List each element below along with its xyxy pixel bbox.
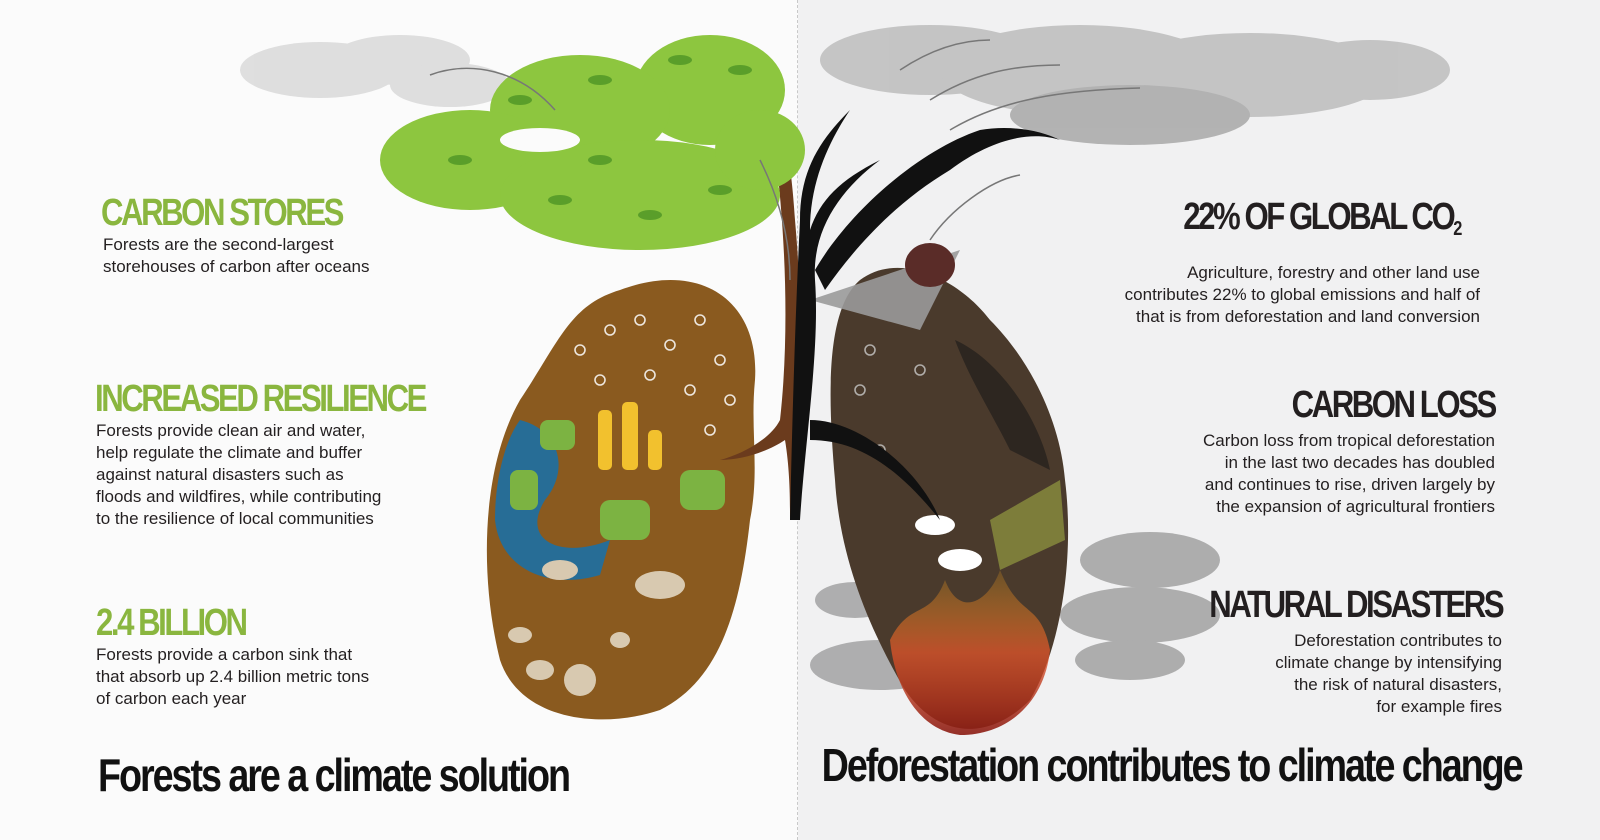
text-line: Carbon loss from tropical deforestation (1203, 431, 1495, 450)
text-line: that absorb up 2.4 billion metric tons (96, 667, 370, 686)
text-line: climate change by intensifying (1275, 653, 1502, 672)
text-line: Forests are the second-largest (103, 235, 334, 254)
global-co2-heading-subscript: 2 (1452, 218, 1462, 240)
two-point-four-billion-text: Forests provide a carbon sink that that … (96, 644, 369, 710)
tree-canopy (380, 35, 805, 250)
text-line: storehouses of carbon after oceans (103, 257, 370, 276)
left-co2-cloud (240, 35, 510, 107)
natural-disasters-text: Deforestation contributes to climate cha… (1275, 630, 1502, 718)
forest-lung (486, 280, 756, 720)
increased-resilience-text: Forests provide clean air and water, hel… (96, 420, 381, 530)
global-co2-text: Agriculture, forestry and other land use… (1125, 262, 1480, 328)
deforestation-title: Deforestation contributes to climate cha… (822, 739, 1524, 791)
forests-title: Forests are a climate solution (98, 749, 571, 801)
text-line: against natural disasters such as (96, 465, 344, 484)
text-line: Agriculture, forestry and other land use (1187, 263, 1480, 282)
carbon-stores-text: Forests are the second-largest storehous… (103, 234, 370, 278)
carbon-stores-heading: CARBON STORES (101, 192, 344, 234)
text-line: Deforestation contributes to (1294, 631, 1502, 650)
text-line: in the last two decades has doubled (1224, 453, 1495, 472)
text-line: and continues to rise, driven largely by (1204, 475, 1495, 494)
text-line: contributes 22% to global emissions and … (1124, 285, 1480, 304)
right-co2-cloud (820, 25, 1450, 145)
text-line: help regulate the climate and buffer (96, 443, 363, 462)
text-line: that is from deforestation and land conv… (1136, 307, 1480, 326)
text-line: to the resilience of local communities (96, 509, 374, 528)
global-co2-heading-main: 22% OF GLOBAL CO (1182, 196, 1455, 238)
global-co2-heading: 22% OF GLOBAL CO2 (1183, 198, 1462, 239)
text-line: of carbon each year (96, 689, 247, 708)
co2-arrows (429, 39, 1141, 281)
text-line: for example fires (1376, 697, 1502, 716)
text-line: floods and wildfires, while contributing (96, 487, 382, 506)
text-line: the risk of natural disasters, (1294, 675, 1502, 694)
deforested-lung (810, 243, 1069, 735)
text-line: Forests provide a carbon sink that (96, 645, 353, 664)
natural-disasters-heading: NATURAL DISASTERS (1209, 584, 1504, 626)
tree-trunk (720, 110, 1060, 520)
two-point-four-billion-heading: 2.4 BILLION (96, 602, 248, 644)
increased-resilience-heading: INCREASED RESILIENCE (95, 378, 427, 420)
carbon-loss-text: Carbon loss from tropical deforestation … (1203, 430, 1495, 518)
carbon-loss-heading: CARBON LOSS (1291, 384, 1498, 426)
text-line: the expansion of agricultural frontiers (1216, 497, 1495, 516)
text-line: Forests provide clean air and water, (96, 421, 366, 440)
